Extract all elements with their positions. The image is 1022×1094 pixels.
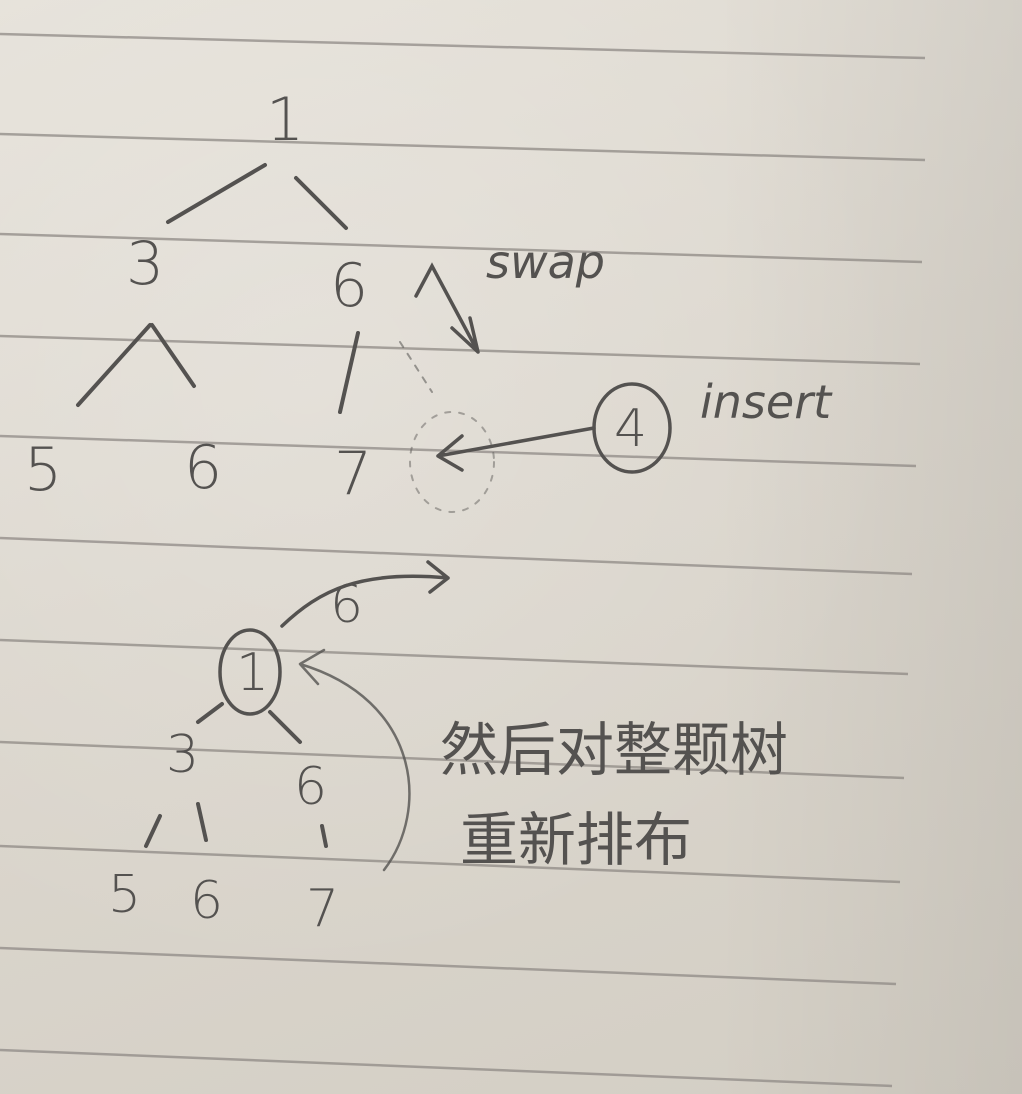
bottom-node-6: 6 xyxy=(294,757,327,817)
rule-line xyxy=(0,844,901,884)
bottom-root-node: 1 xyxy=(236,643,269,703)
bottom-node-3: 3 xyxy=(166,725,199,785)
bottom-edge-root-right xyxy=(268,710,302,744)
rule-line xyxy=(0,334,921,366)
ruled-lines xyxy=(0,32,926,1088)
new-node-slot xyxy=(409,411,495,513)
top-edge-to-new-slot xyxy=(399,341,433,393)
rule-line xyxy=(0,536,913,576)
move-out-digit: 6 xyxy=(330,575,363,635)
rule-line xyxy=(0,232,923,264)
insert-arrow xyxy=(436,426,596,472)
note-line-2: 重新排布 xyxy=(460,806,692,874)
rule-line xyxy=(0,946,897,986)
swap-arrow xyxy=(414,262,480,354)
rule-line xyxy=(0,32,926,60)
reorder-arrow xyxy=(298,648,411,872)
bottom-leaf-5: 5 xyxy=(108,865,141,925)
bottom-edge-3-right xyxy=(196,802,208,842)
top-node-3: 3 xyxy=(126,229,164,299)
swap-label: swap xyxy=(486,235,605,289)
rule-line xyxy=(0,132,926,162)
bottom-root-circle xyxy=(218,628,282,716)
insert-label: insert xyxy=(700,375,833,429)
rule-line xyxy=(0,638,909,676)
bottom-edge-3-left xyxy=(144,814,162,848)
top-node-6: 6 xyxy=(330,251,368,321)
top-edge-root-right xyxy=(294,176,348,230)
top-leaf-6: 6 xyxy=(184,433,222,503)
top-root-node: 1 xyxy=(266,85,304,155)
move-out-arrow xyxy=(280,560,450,628)
top-edge-3-left xyxy=(76,323,152,407)
top-leaf-5: 5 xyxy=(24,435,62,505)
bottom-leaf-6: 6 xyxy=(190,871,223,931)
bottom-edge-6-down xyxy=(320,824,328,848)
rule-line xyxy=(0,740,905,780)
note-line-1: 然后对整颗树 xyxy=(440,716,788,784)
bottom-leaf-7: 7 xyxy=(306,879,339,939)
rule-line xyxy=(0,1048,893,1088)
top-edge-6-down xyxy=(338,331,360,414)
insert-node-4: 4 xyxy=(614,399,647,459)
top-leaf-7: 7 xyxy=(334,439,372,509)
bottom-edge-root-left xyxy=(196,702,224,724)
top-edge-3-right xyxy=(150,323,196,388)
top-edge-root-left xyxy=(166,163,267,224)
